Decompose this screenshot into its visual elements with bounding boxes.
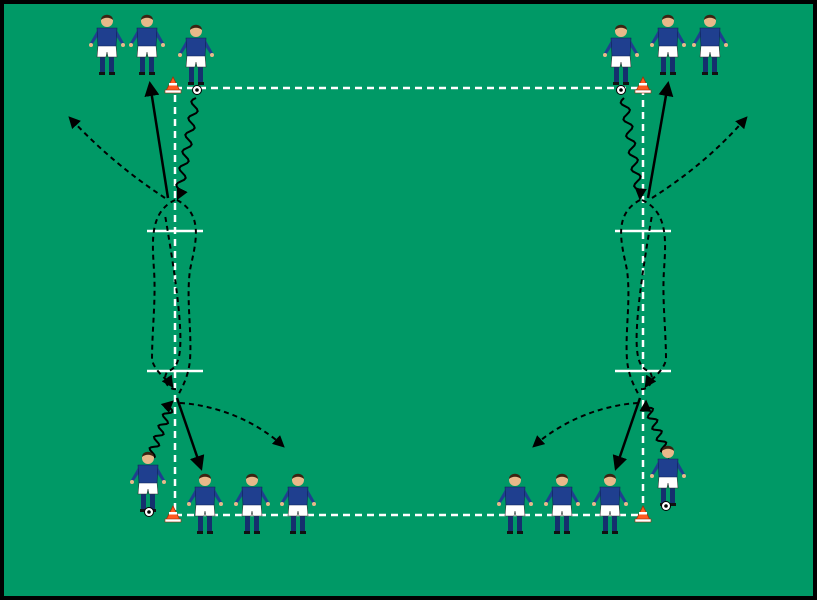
player-icon: [234, 473, 270, 534]
player-icon: [692, 14, 728, 75]
player-icon: [592, 473, 628, 534]
player-icon: [650, 14, 686, 75]
run-line: [68, 116, 166, 199]
player-icon: [280, 473, 316, 534]
cone-icon: [634, 76, 652, 94]
dribble-line: [148, 400, 174, 459]
pass-line: [612, 397, 642, 471]
ball-icon: [661, 501, 671, 511]
pass-line: [144, 81, 170, 199]
player-icon: [187, 473, 223, 534]
player-icon: [130, 451, 166, 512]
run-line: [651, 116, 748, 199]
cone-icon: [164, 76, 182, 94]
ball-icon: [144, 507, 154, 517]
player-icon: [544, 473, 580, 534]
pass-line: [175, 397, 205, 471]
run-line: [164, 214, 182, 391]
dribble-line: [175, 97, 199, 201]
player-icon: [178, 24, 214, 85]
player-icon: [603, 24, 639, 85]
player-icon: [650, 445, 686, 506]
pass-line: [646, 81, 674, 199]
run-line: [179, 402, 285, 448]
ball-icon: [192, 85, 202, 95]
player-icon: [497, 473, 533, 534]
player-icon: [129, 14, 165, 75]
players-and-equipment: [89, 14, 728, 534]
run-line: [635, 214, 653, 391]
run-line: [532, 402, 639, 448]
ball-icon: [616, 85, 626, 95]
run-line: [150, 199, 176, 388]
dribble-line: [619, 97, 647, 201]
cone-icon: [164, 505, 182, 523]
run-line: [641, 199, 668, 388]
run-lines: [68, 81, 748, 471]
cone-icon: [634, 505, 652, 523]
dribble-line: [639, 399, 672, 459]
player-icon: [89, 14, 125, 75]
